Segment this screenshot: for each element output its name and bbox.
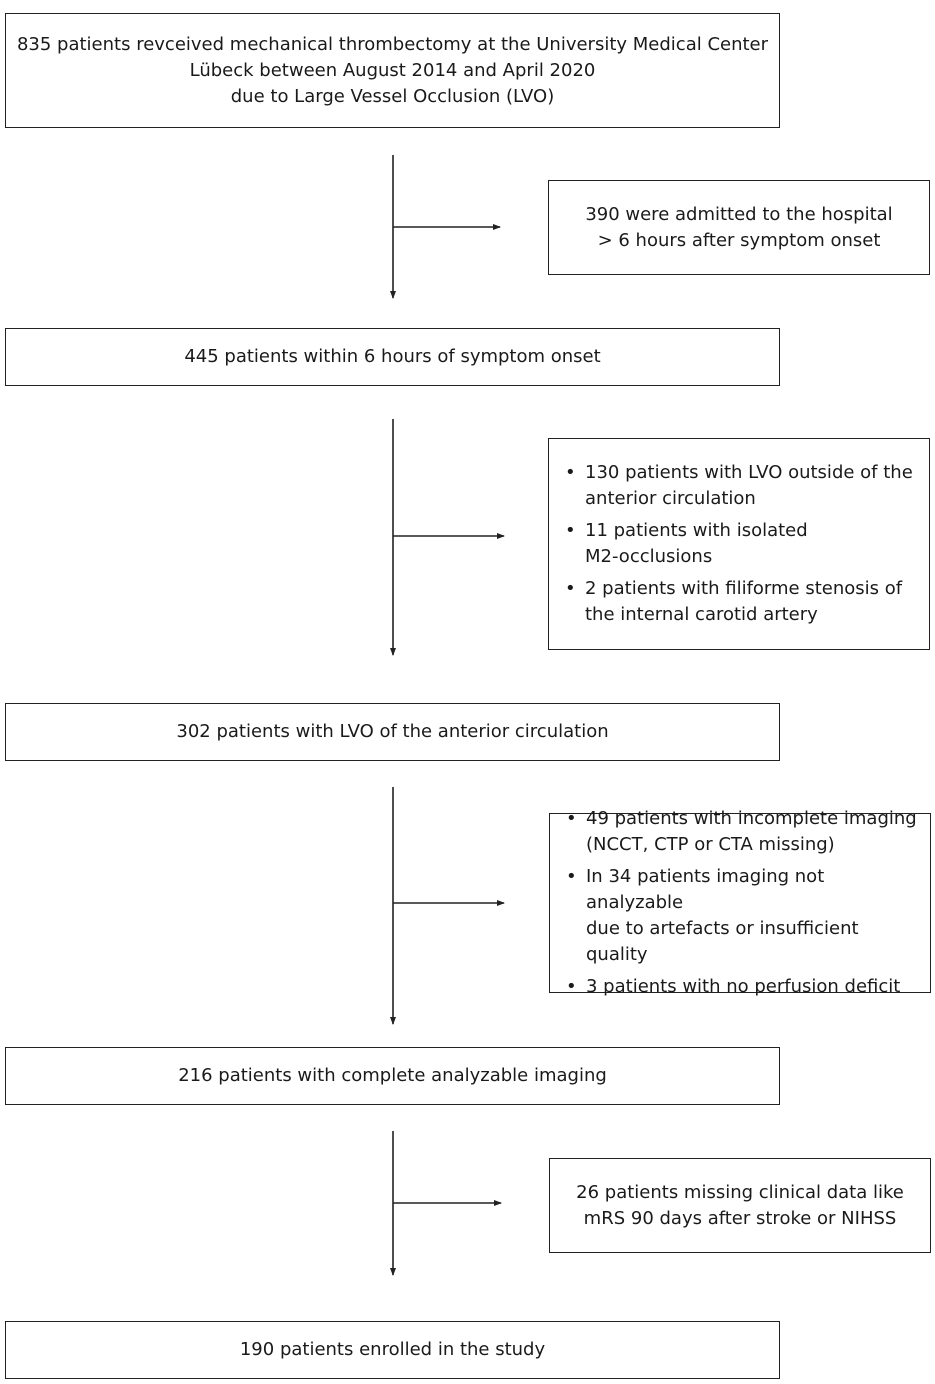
bullet-text-line: 49 patients with incomplete imaging: [586, 808, 917, 829]
box-text-line: mRS 90 days after stroke or NIHSS: [583, 1207, 897, 1229]
box-text-line: 190 patients enrolled in the study: [239, 1339, 546, 1360]
bullet-text-line: (NCCT, CTP or CTA missing): [586, 834, 835, 855]
bullet-text-line: 3 patients with no perfusion deficit: [586, 976, 901, 997]
flow-box-835-patients: 835 patients revceived mechanical thromb…: [5, 13, 780, 128]
flow-box-445-patients: 445 patients within 6 hours of symptom o…: [5, 328, 780, 386]
flow-box-302-patients: 302 patients with LVO of the anterior ci…: [5, 703, 780, 761]
exclusion-bullet-list: • 49 patients with incomplete imaging (N…: [564, 806, 922, 1000]
box-text-line: 835 patients revceived mechanical thromb…: [16, 33, 769, 55]
box-text-line: 216 patients with complete analyzable im…: [178, 1065, 607, 1086]
exclusion-box-143-location: • 130 patients with LVO outside of the a…: [548, 438, 930, 650]
bullet-text-line: 11 patients with isolated: [585, 520, 808, 541]
bullet-text-line: 130 patients with LVO outside of the: [585, 462, 913, 483]
box-text-line: 26 patients missing clinical data like: [576, 1181, 904, 1203]
exclusion-box-390-late-admission: 390 were admitted to the hospital > 6 ho…: [548, 180, 930, 275]
exclusion-bullet-item: • 2 patients with filiforme stenosis of …: [563, 576, 913, 628]
box-text-line: 445 patients within 6 hours of symptom o…: [184, 346, 601, 367]
exclusion-box-86-imaging: • 49 patients with incomplete imaging (N…: [549, 808, 931, 997]
flow-box-216-patients: 216 patients with complete analyzable im…: [5, 1047, 780, 1105]
bullet-text-line: M2-occlusions: [585, 546, 713, 567]
box-text-line: 390 were admitted to the hospital: [585, 203, 893, 225]
flow-box-190-patients: 190 patients enrolled in the study: [5, 1321, 780, 1379]
box-text-line: Lübeck between August 2014 and April 202…: [189, 59, 596, 81]
bullet-marker: •: [565, 520, 576, 541]
bullet-text-line: due to artefacts or insufficient quality: [586, 918, 859, 965]
exclusion-bullet-list: • 130 patients with LVO outside of the a…: [563, 460, 913, 628]
exclusion-bullet-item: • 11 patients with isolated M2-occlusion…: [563, 518, 913, 570]
exclusion-bullet-item: • 130 patients with LVO outside of the a…: [563, 460, 913, 512]
bullet-marker: •: [566, 808, 577, 829]
box-text-line: > 6 hours after symptom onset: [597, 229, 881, 251]
bullet-marker: •: [566, 866, 577, 887]
exclusion-bullet-item: • 3 patients with no perfusion deficit: [564, 974, 922, 1000]
exclusion-bullet-item: • In 34 patients imaging not analyzable …: [564, 864, 922, 968]
box-text-line: 302 patients with LVO of the anterior ci…: [176, 721, 609, 742]
bullet-marker: •: [566, 976, 577, 997]
exclusion-bullet-item: • 49 patients with incomplete imaging (N…: [564, 806, 922, 858]
bullet-text-line: anterior circulation: [585, 488, 756, 509]
bullet-marker: •: [565, 462, 576, 483]
box-text-line: due to Large Vessel Occlusion (LVO): [230, 85, 555, 107]
bullet-text-line: 2 patients with filiforme stenosis of: [585, 578, 903, 599]
bullet-marker: •: [565, 578, 576, 599]
bullet-text-line: In 34 patients imaging not analyzable: [586, 866, 825, 913]
exclusion-box-26-clinical-data: 26 patients missing clinical data like m…: [549, 1158, 931, 1253]
bullet-text-line: the internal carotid artery: [585, 604, 818, 625]
